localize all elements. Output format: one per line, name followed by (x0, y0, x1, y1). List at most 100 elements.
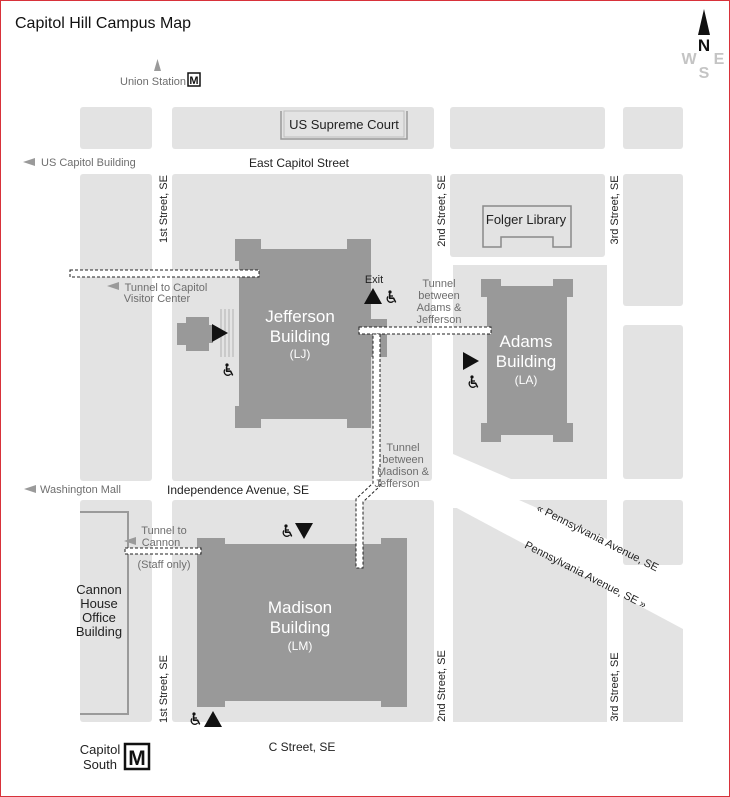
union-station-metro: M (187, 72, 201, 87)
madison-building[interactable] (197, 538, 407, 707)
entrance-icon[interactable] (463, 352, 479, 370)
compass-west: W (681, 51, 697, 68)
pennsylvania-avenue (453, 486, 683, 629)
street-independence: Independence Avenue, SE (167, 483, 309, 497)
tunnel-adams-jefferson-label: Tunnel between Adams & Jefferson (416, 278, 462, 326)
block (623, 595, 683, 722)
street-3rd-north: 3rd Street, SE (609, 175, 621, 244)
street-1st-north: 1st Street, SE (158, 175, 170, 243)
compass-rose: N W E S (681, 9, 725, 82)
direction-arrow-icon (107, 282, 119, 290)
street-1st-south: 1st Street, SE (158, 655, 170, 723)
block (80, 107, 152, 149)
jefferson-label: Jefferson Building (LJ) (265, 307, 335, 361)
tunnels (69, 269, 492, 569)
jefferson-code: (LJ) (290, 347, 311, 361)
cannon-building-outline (80, 511, 129, 715)
tunnel-adams-jefferson (358, 326, 492, 335)
union-station-label: Union Station (120, 76, 186, 88)
direction-arrows (23, 59, 161, 545)
supreme-court-inner (283, 110, 405, 138)
jefferson-name-line: Jefferson (265, 307, 335, 326)
tunnel-aj-line: between (418, 290, 460, 302)
direction-arrow-icon (23, 158, 35, 166)
tunnel-madison-jefferson-label: Tunnel between Madison & Jefferson (374, 442, 429, 490)
tunnel-mj-line: between (382, 454, 424, 466)
adams-name-line: Building (496, 352, 557, 371)
entrance-icon[interactable] (364, 288, 382, 304)
washington-mall-label: Washington Mall (40, 484, 121, 496)
tunnel-madison-jefferson (355, 333, 381, 569)
tunnel-cannon-line: Tunnel to (141, 525, 186, 537)
entrance-icon[interactable] (204, 711, 222, 727)
block (623, 500, 683, 565)
folger-outline (482, 205, 572, 248)
compass-south: S (699, 65, 710, 82)
north-arrow-icon (698, 9, 710, 35)
tunnel-cannon-line: Cannon (142, 537, 181, 549)
tunnel-capitol-visitor (69, 269, 260, 278)
block (623, 325, 683, 479)
block (80, 174, 152, 481)
tunnel-capitol-line: Tunnel to Capitol (125, 282, 208, 294)
tunnel-mj-line: Jefferson (374, 478, 419, 490)
capitol-south-line: South (83, 757, 117, 772)
tunnel-cannon-label: Tunnel to Cannon (Staff only) (138, 525, 191, 571)
compass-east: E (714, 51, 725, 68)
block (519, 500, 607, 539)
tunnel-mj-line: Madison & (377, 466, 430, 478)
capitol-south-metro: M (123, 742, 151, 771)
direction-arrow-icon (24, 485, 36, 493)
jefferson-west-portico (177, 317, 213, 351)
tunnel-aj-line: Jefferson (416, 314, 461, 326)
madison-name-line: Building (270, 618, 331, 637)
entrance-icon[interactable] (295, 523, 313, 539)
block (450, 107, 605, 149)
metro-symbol: M (189, 75, 198, 87)
exit-label: Exit (365, 274, 383, 286)
cannon-label-line: Cannon (76, 582, 122, 597)
madison-name-line: Madison (268, 598, 332, 617)
block (623, 174, 683, 306)
block (80, 500, 152, 722)
street-c-street: C Street, SE (269, 740, 336, 754)
adams-name-line: Adams (500, 332, 553, 351)
entrance-markers (204, 288, 479, 727)
cannon-label-line: Building (76, 624, 122, 639)
jefferson-building[interactable] (235, 239, 387, 428)
tunnel-cannon (124, 547, 202, 555)
tunnel-capitol-label: Tunnel to Capitol Visitor Center (124, 282, 208, 305)
madison-label: Madison Building (LM) (268, 598, 332, 653)
metro-symbol: M (128, 747, 146, 770)
entrance-icon[interactable] (212, 324, 228, 342)
cannon-label-line: House (80, 596, 118, 611)
supreme-court-label: US Supreme Court (289, 117, 399, 132)
capitol-south-line: Capitol (80, 742, 121, 757)
tunnel-aj-line: Tunnel (422, 278, 455, 290)
tunnel-cannon-line: (Staff only) (138, 559, 191, 571)
jefferson-name-line: Building (270, 327, 331, 346)
block (623, 107, 683, 149)
madison-code: (LM) (288, 639, 313, 653)
direction-arrow-icon (154, 59, 161, 71)
adams-building[interactable] (481, 279, 573, 442)
street-east-capitol: East Capitol Street (249, 156, 350, 170)
us-capitol-label: US Capitol Building (41, 157, 136, 169)
adams-code: (LA) (515, 373, 538, 387)
tunnel-mj-line: Tunnel (386, 442, 419, 454)
folger-library-label: Folger Library (486, 212, 567, 227)
tunnel-capitol-line: Visitor Center (124, 293, 191, 305)
cannon-label: Cannon House Office Building (76, 582, 122, 639)
adams-label: Adams Building (LA) (496, 332, 557, 387)
metro-icon[interactable] (123, 742, 151, 771)
capitol-south-label: Capitol South (80, 742, 121, 772)
supreme-court-outline (280, 111, 408, 140)
street-2nd-north: 2nd Street, SE (436, 175, 448, 247)
compass-north: N (698, 36, 710, 55)
direction-arrow-icon (124, 537, 136, 545)
map-title: Capitol Hill Campus Map (15, 15, 191, 32)
street-2nd-south: 2nd Street, SE (436, 650, 448, 722)
metro-icon[interactable] (187, 72, 201, 87)
